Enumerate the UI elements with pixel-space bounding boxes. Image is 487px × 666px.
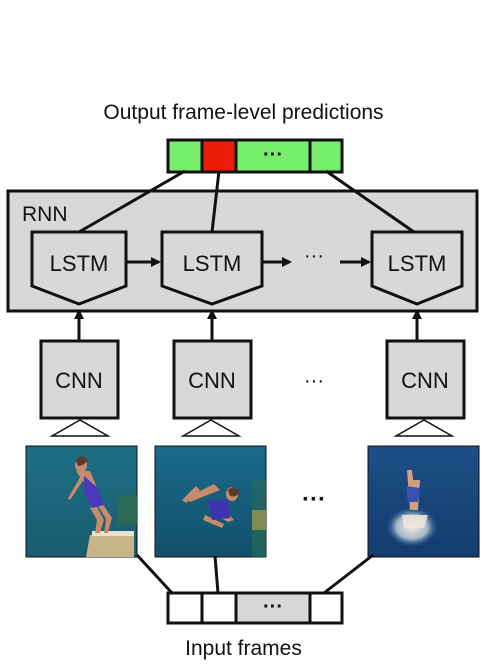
cnn-box: CNN	[385, 339, 466, 420]
cnn-label: CNN	[55, 368, 103, 393]
input-triangles	[49, 419, 455, 437]
prediction-cell-green	[308, 138, 344, 174]
cnn-ellipsis: ···	[304, 370, 324, 392]
lstm-cell: LSTM	[160, 230, 264, 306]
input-connections	[135, 553, 374, 595]
prediction-cell-ellipsis	[234, 138, 312, 174]
frame-image	[25, 445, 138, 558]
frame-image	[367, 445, 480, 558]
output-prediction-strip: ···	[166, 138, 344, 174]
frame-ellipsis: ···	[302, 486, 326, 513]
cnn-box: CNN	[172, 339, 253, 420]
lstm-cell: LSTM	[30, 230, 128, 306]
lstm-ellipsis: ···	[304, 245, 324, 267]
lstm-label: LSTM	[183, 251, 242, 276]
cnn-to-lstm-arrows	[74, 309, 422, 340]
rnn-label: RNN	[22, 203, 68, 226]
cnn-label: CNN	[188, 368, 236, 393]
prediction-ellipsis: ···	[263, 144, 283, 166]
prediction-cell-red	[200, 138, 238, 174]
lstm-label: LSTM	[50, 251, 109, 276]
frame-image	[154, 445, 267, 558]
input-cell-blank	[166, 591, 204, 625]
prediction-cell-green	[166, 138, 204, 174]
lstm-cell: LSTM	[370, 230, 464, 306]
input-frame-strip: ···	[166, 591, 344, 625]
input-ellipsis: ···	[263, 596, 283, 618]
cnn-label: CNN	[401, 368, 449, 393]
input-title: Input frames	[185, 637, 302, 660]
lstm-label: LSTM	[388, 251, 447, 276]
input-cell-blank	[200, 591, 238, 625]
output-title: Output frame-level predictions	[103, 101, 384, 124]
cnn-box: CNN	[39, 339, 120, 420]
input-cell-blank	[308, 591, 344, 625]
output-connections	[78, 169, 415, 234]
